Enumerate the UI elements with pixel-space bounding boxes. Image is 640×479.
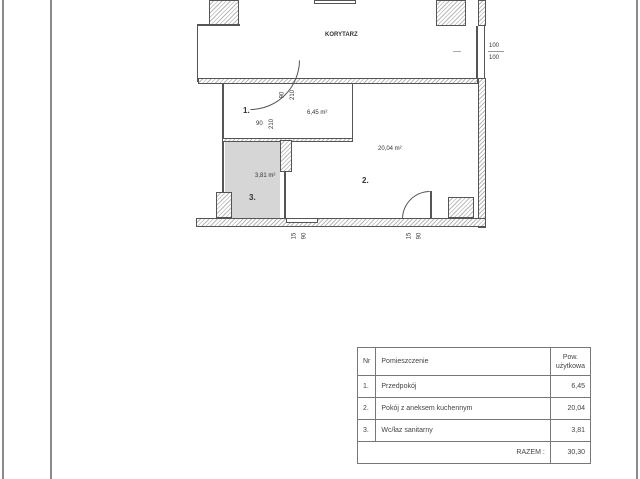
- dim-right-divider: [488, 51, 504, 52]
- room3-area: 3,81 m²: [255, 173, 276, 179]
- room1-left-wall: [222, 84, 224, 142]
- wall-bottom: [196, 218, 486, 227]
- header-area-line2: użytkowa: [555, 362, 585, 370]
- window-dim-right-a: 15: [406, 232, 413, 240]
- table-row: 3. Wc/łaz sanitarny 3,81: [356, 419, 592, 442]
- table-header-row: Nr Pomieszczenie Pow. użytkowa: [356, 347, 592, 376]
- row-room: Przedpokój: [375, 375, 551, 398]
- total-label: RAZEM :: [357, 441, 551, 464]
- room1-area: 6,45 m²: [307, 110, 328, 116]
- room3-right-column: [280, 140, 292, 172]
- window-dim-left-a: 15: [291, 232, 298, 240]
- page-margin-line: [50, 0, 52, 479]
- header-area: Pow. użytkowa: [549, 347, 592, 376]
- window-dim-left-b: 90: [301, 232, 308, 240]
- row-nr: 2.: [356, 397, 377, 420]
- corridor-mark: [453, 51, 461, 52]
- dim-right-top: 100: [489, 43, 500, 49]
- area-table: Nr Pomieszczenie Pow. użytkowa 1. Przedp…: [356, 347, 592, 464]
- header-area-line1: Pow.: [562, 353, 578, 361]
- header-room: Pomieszczenie: [375, 347, 551, 376]
- row-area: 6,45: [549, 375, 592, 398]
- room3-right-wall: [284, 172, 286, 220]
- wall-corridor-bottom: [198, 78, 478, 84]
- wall-column-top-right: [436, 0, 466, 26]
- row-nr: 3.: [356, 419, 377, 442]
- room1-side-dim-b: 210: [269, 118, 276, 130]
- row-room: Pokój z aneksem kuchennym: [375, 397, 551, 420]
- shaft-top: [314, 0, 356, 4]
- dim-right-bottom: 100: [489, 55, 500, 61]
- table-row: 2. Pokój z aneksem kuchennym 20,04: [356, 397, 592, 420]
- room3-number: 3.: [249, 193, 256, 202]
- corridor-right-column: [478, 0, 486, 26]
- corridor-top-wall-left: [197, 24, 240, 26]
- row-nr: 1.: [356, 375, 377, 398]
- wall-column-top-left: [209, 0, 239, 26]
- corridor-label: KORYTARZ: [325, 32, 358, 38]
- page-edge-line-left: [2, 0, 4, 479]
- room1-number: 1.: [243, 106, 250, 115]
- room3-left-column: [216, 192, 232, 218]
- room1-right-wall: [352, 84, 353, 140]
- corridor-left-wall: [197, 24, 198, 82]
- room1-door-swing: [250, 60, 300, 110]
- room2-corner-block: [448, 197, 474, 218]
- row-area: 3,81: [549, 419, 592, 442]
- room2-door-swing: [402, 191, 430, 219]
- room1-door-dim-a: 90: [279, 91, 286, 99]
- table-total-row: RAZEM : 30,30: [357, 441, 592, 464]
- room1-side-dim-a: 90: [256, 121, 263, 127]
- window-dim-right-b: 90: [416, 232, 423, 240]
- wall-right-outer: [478, 78, 486, 228]
- table-row: 1. Przedpokój 6,45: [356, 375, 592, 398]
- header-nr: Nr: [356, 347, 377, 376]
- room3-floor: [225, 142, 280, 218]
- page-edge-line-right: [636, 0, 638, 479]
- total-value: 30,30: [549, 441, 592, 464]
- room2-area: 20,04 m²: [378, 146, 402, 152]
- room3-left-wall: [222, 142, 224, 192]
- dim-line-right: [484, 26, 485, 78]
- row-room: Wc/łaz sanitarny: [375, 419, 551, 442]
- room1-door-dim-b: 210: [290, 89, 297, 101]
- row-area: 20,04: [549, 397, 592, 420]
- window-bottom-left: [286, 218, 318, 223]
- corridor-right-wall: [476, 26, 478, 82]
- room2-number: 2.: [362, 176, 369, 185]
- room2-door-leaf: [430, 191, 432, 219]
